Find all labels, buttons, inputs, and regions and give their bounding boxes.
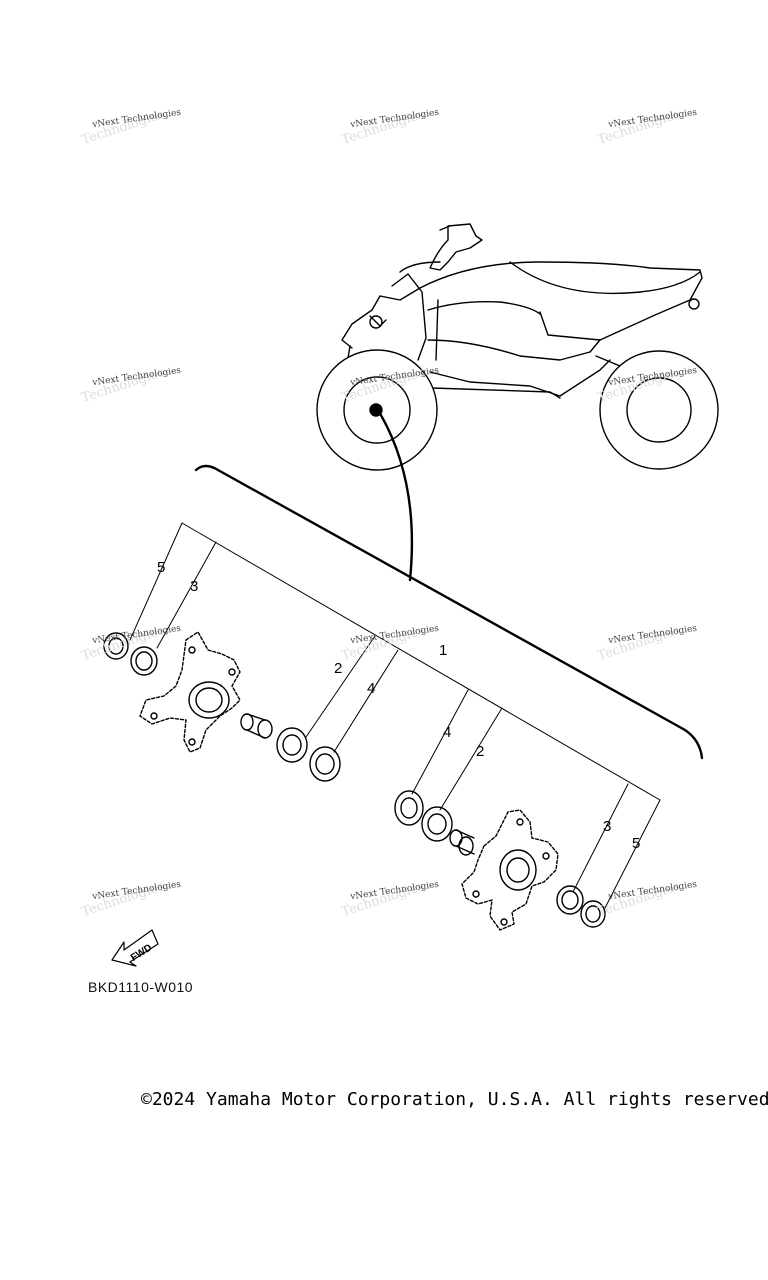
callout-5-right: 5	[632, 835, 640, 852]
callout-leaders	[129, 522, 661, 909]
left-spacer	[240, 713, 273, 739]
right-bearing-3	[556, 885, 584, 915]
callout-5-left: 5	[157, 559, 165, 576]
left-bearing-3	[130, 646, 158, 676]
fwd-arrow-icon: FWD	[111, 929, 159, 967]
diagram-code: BKD1110-W010	[88, 979, 194, 995]
left-seal-4	[309, 746, 341, 782]
left-wheel-hub	[139, 631, 241, 753]
callout-4-left: 4	[367, 680, 375, 697]
atv-outline	[316, 223, 719, 471]
callout-2-right: 2	[476, 743, 484, 760]
right-wheel-hub	[461, 809, 559, 931]
right-seal-4	[394, 790, 424, 826]
hub-pointer-line	[376, 408, 414, 582]
callout-3-left: 3	[190, 578, 198, 595]
right-bearing-2	[421, 806, 453, 842]
callout-4-right: 4	[443, 724, 451, 741]
left-seal-5	[103, 632, 129, 660]
callout-2-left: 2	[334, 660, 342, 677]
copyright-notice: ©2024 Yamaha Motor Corporation, U.S.A. A…	[141, 1089, 768, 1110]
right-seal-5	[580, 900, 606, 928]
assembly-bracket	[194, 464, 704, 760]
callout-3-right: 3	[603, 818, 611, 835]
callout-1: 1	[439, 642, 447, 659]
left-bearing-2	[276, 727, 308, 763]
right-spacer	[449, 829, 475, 856]
